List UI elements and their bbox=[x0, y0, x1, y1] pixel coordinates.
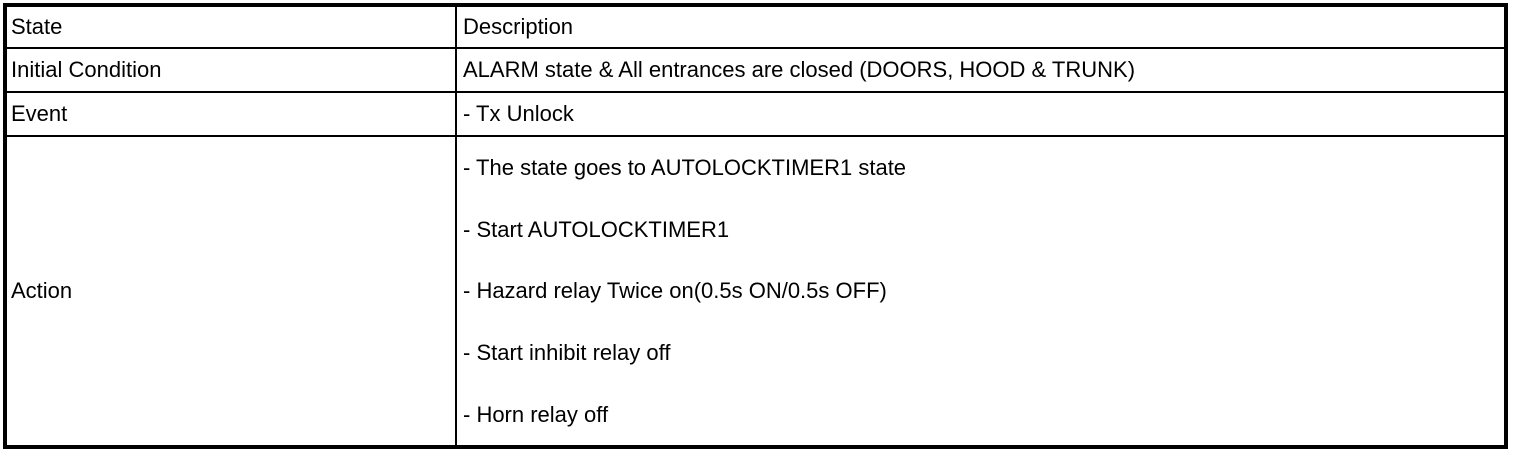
column-header-description: Description bbox=[455, 7, 1504, 47]
action-line: - Hazard relay Twice on(0.5s ON/0.5s OFF… bbox=[463, 278, 887, 304]
row-event-description: - Tx Unlock bbox=[455, 91, 1504, 135]
action-line: - Start inhibit relay off bbox=[463, 339, 671, 365]
action-line: - Start AUTOLOCKTIMER1 bbox=[463, 216, 730, 242]
row-action-description: - The state goes to AUTOLOCKTIMER1 state… bbox=[455, 135, 1504, 445]
action-line: - Horn relay off bbox=[463, 401, 609, 427]
row-initial-condition-label: Initial Condition bbox=[7, 47, 455, 91]
state-description-table: State Description Initial Condition ALAR… bbox=[3, 3, 1508, 449]
row-initial-condition-description: ALARM state & All entrances are closed (… bbox=[455, 47, 1504, 91]
row-action-label: Action bbox=[7, 135, 455, 445]
column-header-state: State bbox=[11, 14, 63, 40]
action-line: - The state goes to AUTOLOCKTIMER1 state bbox=[463, 155, 907, 181]
row-event-label: Event bbox=[7, 91, 455, 135]
